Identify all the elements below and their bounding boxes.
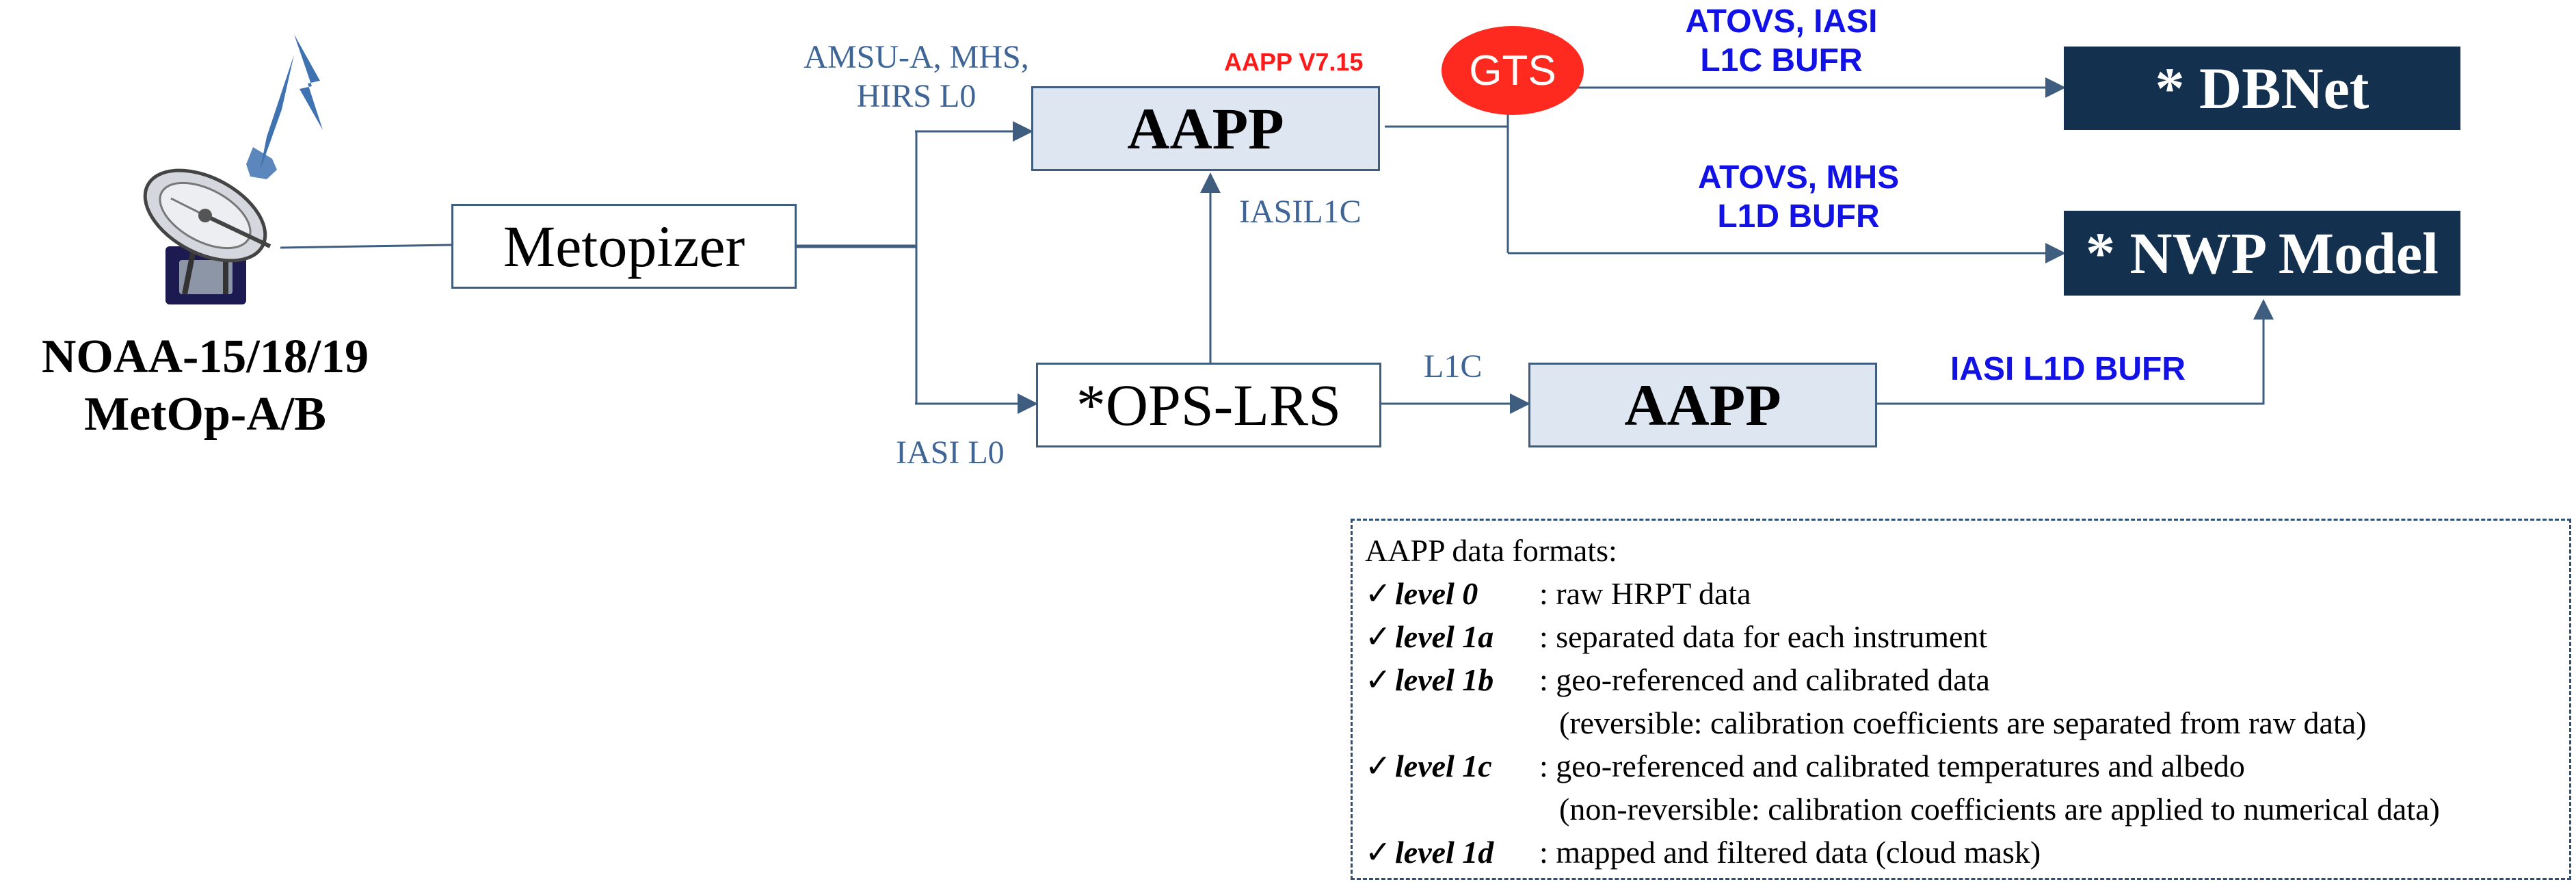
edge-label-amsu-line-1: AMSU-A, MHS, — [804, 39, 1029, 75]
legend-level-name: level 1d — [1395, 835, 1494, 870]
ops-lrs-label: *OPS-LRS — [1076, 372, 1342, 438]
satellite-dish-icon — [143, 34, 323, 304]
edge-label-amsu: AMSU-A, MHS, HIRS L0 — [790, 38, 1043, 116]
legend-item-level-1c: ✓level 1c : geo-referenced and calibrated… — [1365, 744, 2557, 788]
legend-level-desc: : mapped and filtered data (cloud mask) — [1539, 835, 2041, 870]
aapp-bottom-box: AAPP — [1528, 363, 1877, 447]
legend-level-name: level 1c — [1395, 749, 1492, 783]
legend-item-level-1b: ✓level 1b : geo-referenced and calibrated… — [1365, 658, 2557, 701]
checkmark-icon: ✓ — [1365, 749, 1392, 783]
nwp-model-label: * NWP Model — [2086, 220, 2439, 286]
aapp-version-label: AAPP V7.15 — [1224, 48, 1364, 76]
legend-level-desc: : geo-referenced and calibrated temperat… — [1539, 749, 2245, 783]
legend-item-level-1a: ✓level 1a : separated data for each instr… — [1365, 615, 2557, 658]
edge-label-iasi-l0: IASI L0 — [896, 434, 1005, 471]
gts-node: GTS — [1442, 26, 1584, 115]
checkmark-icon: ✓ — [1365, 835, 1392, 870]
edge-aapp-bottom-nwp — [1877, 299, 2274, 405]
legend-title: AAPP data formats: — [1365, 533, 1617, 568]
station-label: NOAA-15/18/19 MetOp-A/B — [21, 328, 390, 443]
legend-level-name: level 0 — [1395, 576, 1478, 611]
legend-level-name: level 1b — [1395, 662, 1494, 697]
data-formats-legend: AAPP data formats: ✓level 0: raw HRPT da… — [1351, 519, 2571, 880]
legend-item-level-1d: ✓level 1d : mapped and filtered data (clo… — [1365, 831, 2557, 874]
checkmark-icon: ✓ — [1365, 576, 1392, 611]
legend-level-desc: : raw HRPT data — [1539, 576, 1751, 611]
station-line-2: MetOp-A/B — [84, 388, 326, 441]
legend-level-desc: : separated data for each instrument — [1539, 619, 1988, 654]
edge-label-iasil1c: IASIL1C — [1239, 194, 1362, 230]
legend-level-name: level 1a — [1395, 619, 1494, 654]
aapp-top-box: AAPP — [1031, 86, 1380, 171]
dbnet-label: * DBNet — [2155, 55, 2369, 121]
edge-label-amsu-line-2: HIRS L0 — [856, 77, 977, 114]
legend-note-level-1c: (non-reversible: calibration coefficient… — [1559, 792, 2440, 827]
gts-label: GTS — [1469, 47, 1556, 94]
edge-label-atovs-mhs: ATOVS, MHS L1D BUFR — [1645, 159, 1952, 236]
aapp-bottom-label: AAPP — [1624, 372, 1781, 438]
edge-label-iasi-l1d: IASI L1D BUFR — [1950, 351, 2186, 387]
legend-note-level-1b: (reversible: calibration coefficients ar… — [1559, 705, 2367, 740]
ops-lrs-box: *OPS-LRS — [1036, 363, 1381, 447]
metopizer-box: Metopizer — [451, 204, 797, 289]
edge-label-atovs-iasi-line-2: L1C BUFR — [1700, 42, 1863, 79]
aapp-top-label: AAPP — [1127, 96, 1284, 161]
metopizer-label: Metopizer — [503, 213, 745, 279]
nwp-model-box: * NWP Model — [2064, 211, 2460, 296]
checkmark-icon: ✓ — [1365, 662, 1392, 697]
legend-level-desc: : geo-referenced and calibrated data — [1539, 662, 1990, 697]
edge-label-atovs-mhs-line-1: ATOVS, MHS — [1697, 159, 1900, 196]
edge-label-l1c: L1C — [1424, 348, 1483, 385]
edge-label-atovs-mhs-line-2: L1D BUFR — [1717, 198, 1880, 235]
edge-label-atovs-iasi: ATOVS, IASI L1C BUFR — [1628, 3, 1935, 80]
dbnet-box: * DBNet — [2064, 47, 2460, 130]
station-line-1: NOAA-15/18/19 — [41, 330, 369, 383]
edge-label-atovs-iasi-line-1: ATOVS, IASI — [1685, 3, 1878, 40]
legend-item-level-0: ✓level 0 : raw HRPT data — [1365, 572, 2557, 615]
checkmark-icon: ✓ — [1365, 619, 1392, 654]
edge-dish-metopizer — [280, 244, 452, 249]
